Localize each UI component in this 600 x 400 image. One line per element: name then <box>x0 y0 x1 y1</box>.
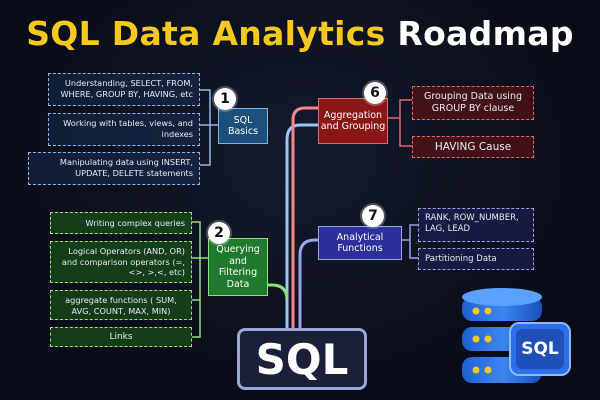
topic7-note-2: Partitioning Data <box>418 248 534 270</box>
topic-analytical-functions[interactable]: Analytical Functions <box>318 226 402 260</box>
topic2-note-1: Writing complex queries <box>50 212 192 234</box>
topic2-note-2: Logical Operators (AND, OR) and comparis… <box>50 241 192 283</box>
topic2-note-3: aggregate functions ( SUM, AVG, COUNT, M… <box>50 290 192 320</box>
topic1-note-3: Manipulating data using INSERT, UPDATE, … <box>28 152 200 185</box>
database-stack-icon: SQL <box>458 285 578 395</box>
topic7-note-1: RANK, ROW_NUMBER, LAG, LEAD <box>418 208 534 242</box>
topic1-note-1: Understanding, SELECT, FROM, WHERE, GROU… <box>48 73 200 106</box>
topic2-number: 2 <box>208 222 230 244</box>
topic-querying-filtering[interactable]: Querying and Filtering Data <box>208 238 268 296</box>
database-badge: SQL <box>521 339 559 359</box>
topic7-number: 7 <box>362 205 384 227</box>
topic-aggregation-grouping[interactable]: Aggregation and Grouping <box>318 98 388 144</box>
topic6-note-1: Grouping Data using GROUP BY clause <box>412 86 534 120</box>
page-title: SQL Data Analytics Roadmap <box>0 14 600 53</box>
topic1-note-2: Working with tables, views, and indexes <box>48 113 200 146</box>
topic6-number: 6 <box>364 82 386 104</box>
topic6-note-2: HAVING Cause <box>412 136 534 158</box>
center-sql-node[interactable]: SQL <box>237 328 367 390</box>
title-rest: Roadmap <box>397 14 574 53</box>
topic1-number: 1 <box>214 88 236 110</box>
topic-sql-basics[interactable]: SQL Basics <box>218 108 268 144</box>
title-highlight: SQL Data Analytics <box>26 14 386 53</box>
topic2-note-4: Links <box>50 327 192 347</box>
